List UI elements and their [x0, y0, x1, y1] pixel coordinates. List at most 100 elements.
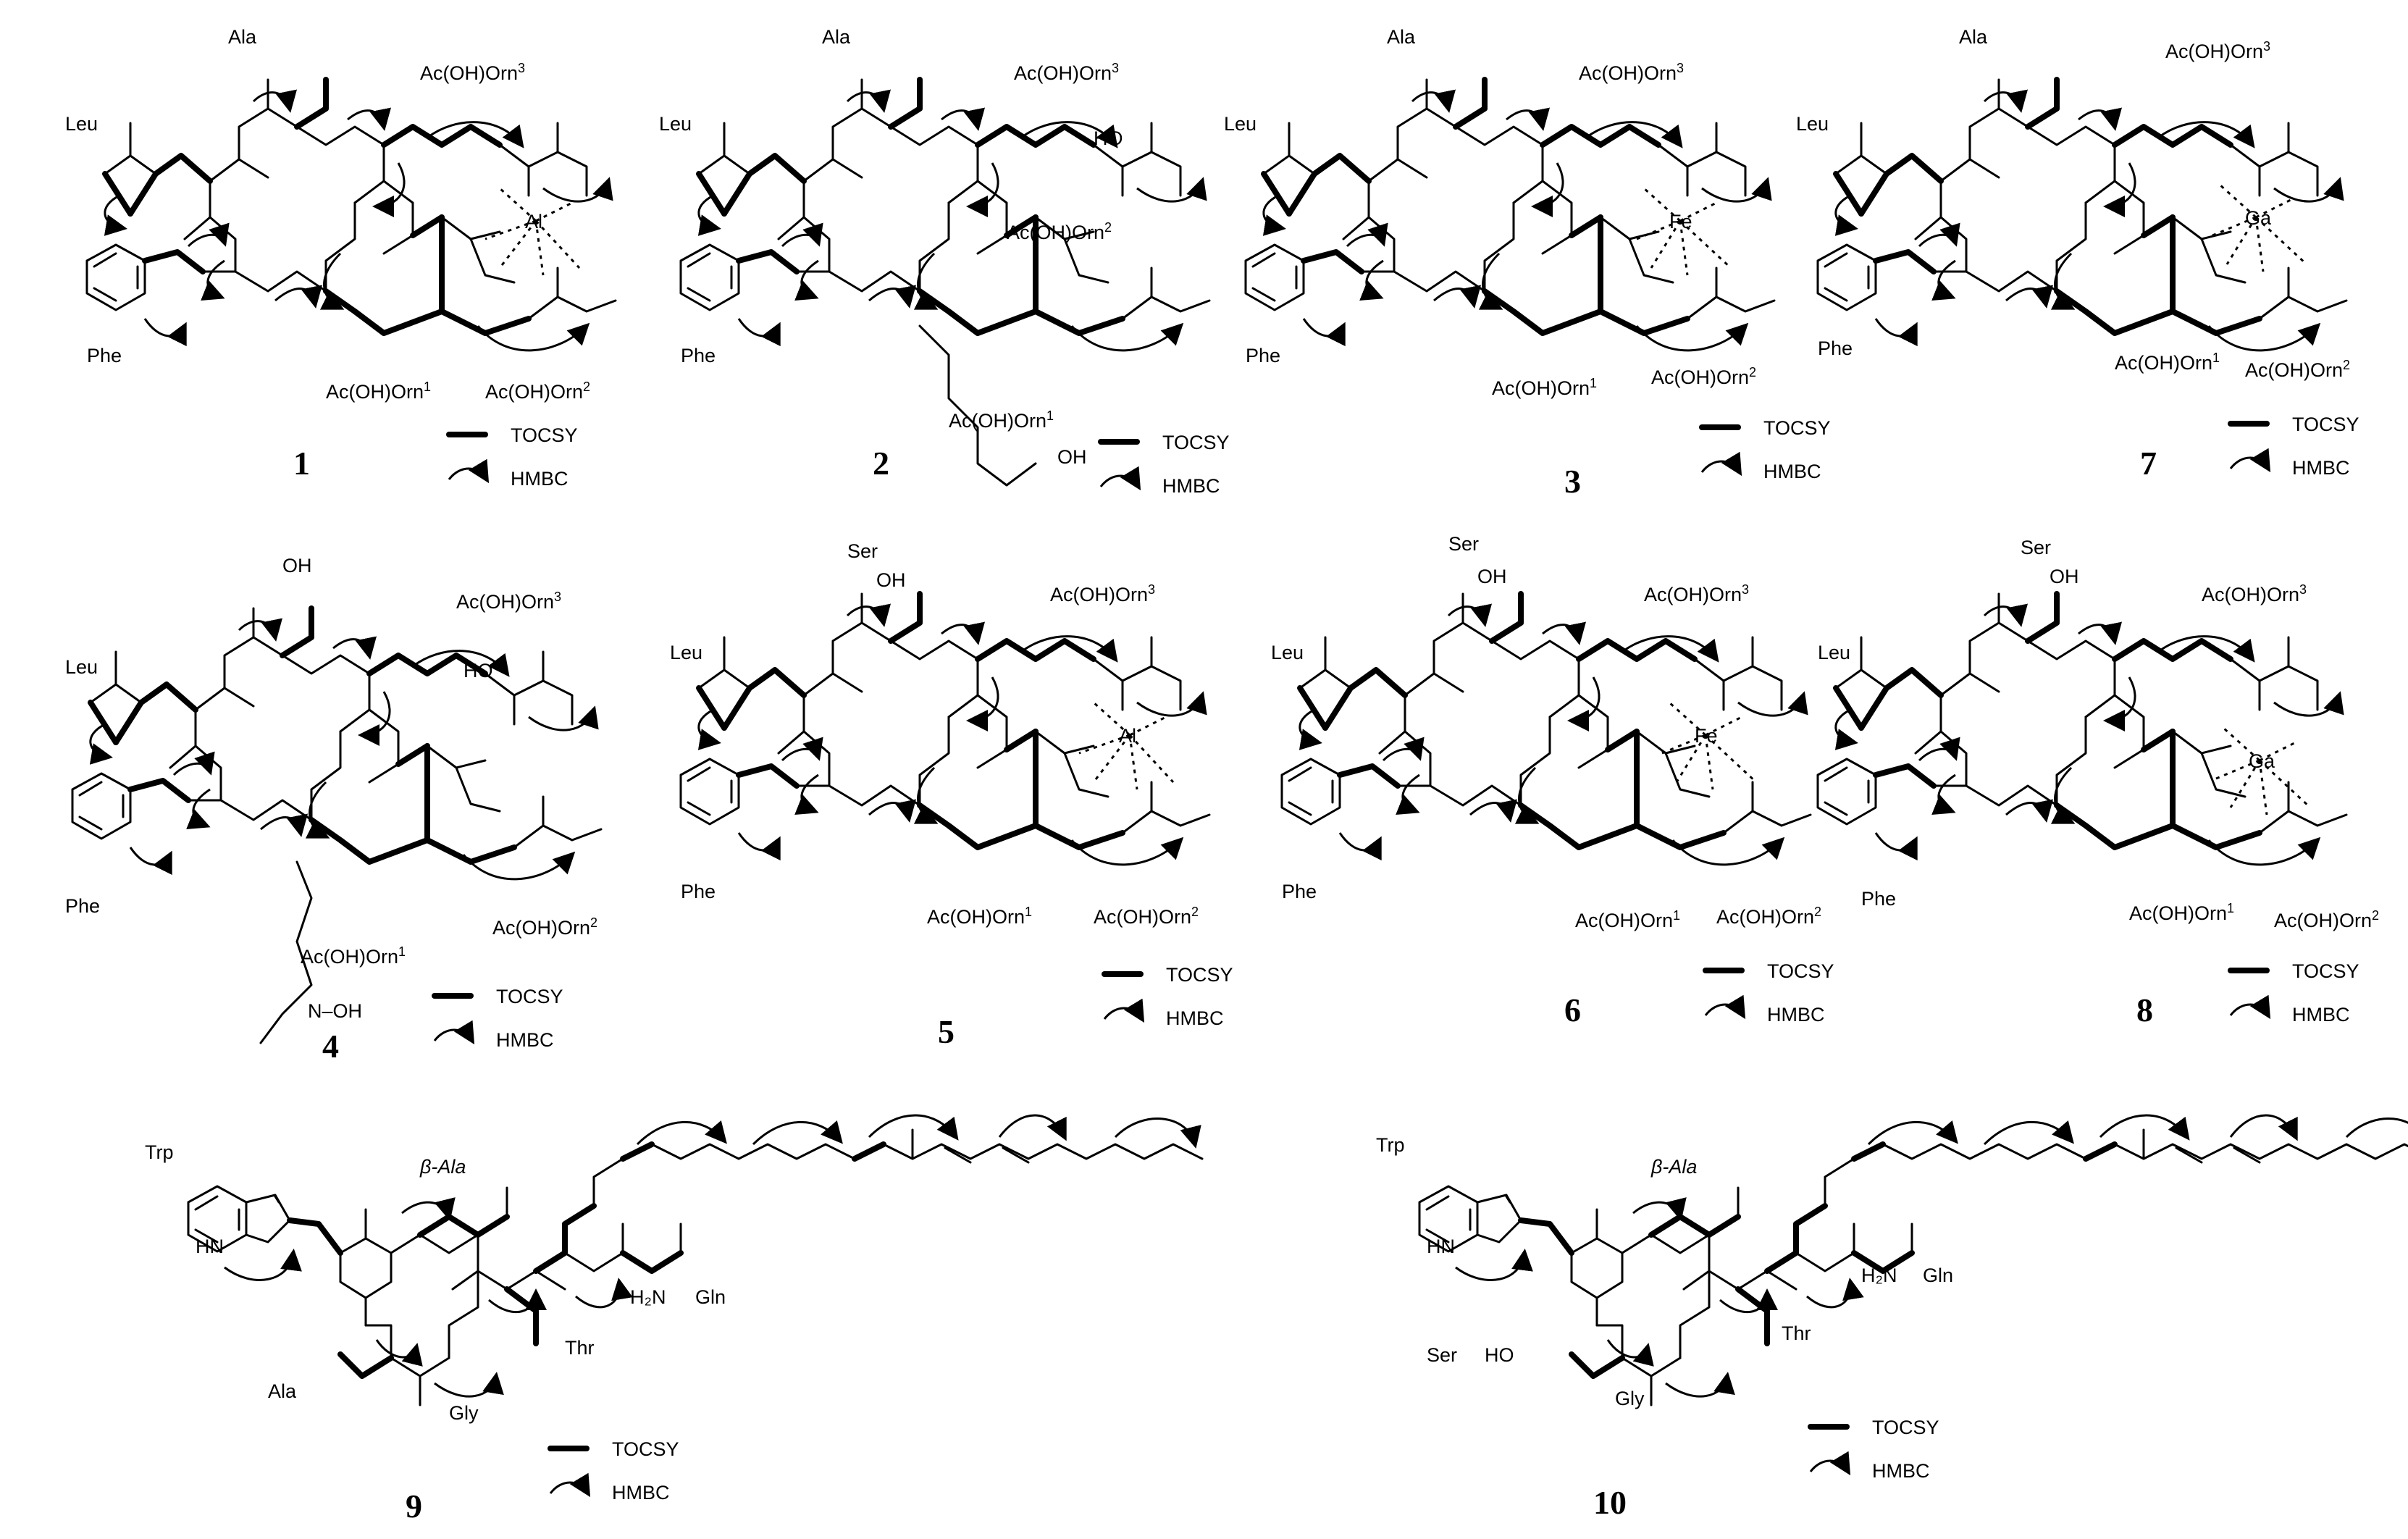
legend: TOCSY HMBC: [1811, 1417, 1939, 1482]
legend: TOCSY HMBC: [435, 986, 563, 1051]
legend-hmbc: HMBC: [2292, 457, 2350, 479]
panel-compound-6: Ser OH Leu Phe Ac(OH)Orn3 Ac(OH)Orn1 Ac(…: [1271, 533, 1834, 1028]
legend: TOCSY HMBC: [1101, 432, 1230, 497]
nh2-label: H₂N: [630, 1286, 666, 1308]
gln-label: Gln: [695, 1286, 726, 1308]
legend-tocsy: TOCSY: [1872, 1417, 1939, 1438]
metal-coordination: [1636, 187, 1732, 276]
legend: TOCSY HMBC: [550, 1438, 679, 1504]
leu-label: Leu: [65, 656, 98, 678]
panel-compound-1: Ala Leu Phe Ac(OH)Orn3 Ac(OH)Orn1 Ac(OH)…: [65, 26, 616, 490]
orn2-label: Ac(OH)Orn2: [1716, 905, 1821, 928]
compound-number: 9: [406, 1488, 422, 1525]
orn1-label: Ac(OH)Orn1: [949, 408, 1054, 432]
ser-label: Ser: [847, 540, 878, 562]
panel-compound-4: OH Leu Phe Ac(OH)Orn3 Ac(OH)Orn2 Ac(OH)O…: [65, 555, 601, 1065]
gly-label: Gly: [449, 1402, 479, 1424]
thr-label: Thr: [565, 1337, 595, 1359]
orn3-label: Ac(OH)Orn3: [420, 61, 525, 84]
ser-label: Ser: [1448, 533, 1479, 555]
panel-compound-2: Ala Leu Phe Ac(OH)Orn3 Ac(OH)Orn2 Ac(OH)…: [659, 26, 1230, 497]
ala-label: Ala: [1959, 26, 1988, 48]
orn3-label: Ac(OH)Orn3: [2165, 39, 2270, 62]
legend-tocsy: TOCSY: [1767, 960, 1834, 982]
panel-compound-5: Ser OH Leu Phe Ac(OH)Orn3 Ac(OH)Orn1 Ac(…: [670, 540, 1233, 1050]
trp-label: Trp: [1376, 1134, 1405, 1156]
legend: TOCSY HMBC: [2231, 960, 2359, 1026]
legend-tocsy: TOCSY: [1763, 417, 1831, 439]
oh-top-label: OH: [2050, 566, 2079, 587]
orn2-label: Ac(OH)Orn2: [1094, 905, 1199, 928]
nh2-label: H₂N: [1861, 1265, 1897, 1286]
legend-tocsy: TOCSY: [511, 424, 578, 446]
phe-label: Phe: [65, 895, 100, 917]
orn2-label: Ac(OH)Orn2: [2274, 908, 2379, 931]
orn1-label: Ac(OH)Orn1: [326, 379, 431, 403]
legend-hmbc: HMBC: [511, 468, 569, 490]
compound-number: 6: [1564, 991, 1581, 1028]
legend-hmbc: HMBC: [1767, 1004, 1825, 1026]
beta-ala-label: β-Ala: [1650, 1156, 1697, 1178]
legend-hmbc: HMBC: [612, 1482, 670, 1504]
leu-label: Leu: [1271, 642, 1304, 663]
compound-number: 3: [1564, 463, 1581, 500]
orn3-label: Ac(OH)Orn3: [1050, 582, 1155, 605]
orn2-label: Ac(OH)Orn2: [485, 379, 590, 403]
metal-coordination: [1078, 701, 1175, 790]
compound-number: 1: [293, 445, 310, 482]
metal-coordination: [1661, 701, 1758, 790]
leu-label: Leu: [1818, 642, 1850, 663]
legend-tocsy: TOCSY: [496, 986, 563, 1007]
orn2-label: Ac(OH)Orn2: [2245, 358, 2350, 381]
legend-tocsy: TOCSY: [1162, 432, 1230, 453]
legend: TOCSY HMBC: [449, 424, 578, 490]
leu-label: Leu: [670, 642, 702, 663]
ho-label: HO: [1485, 1344, 1514, 1366]
legend: TOCSY HMBC: [1104, 964, 1233, 1029]
legend-hmbc: HMBC: [1162, 475, 1220, 497]
phe-label: Phe: [1282, 881, 1317, 902]
compound-number: 10: [1593, 1484, 1627, 1521]
legend-hmbc: HMBC: [496, 1029, 554, 1051]
compound-number: 7: [2140, 445, 2157, 482]
orn3-label: Ac(OH)Orn3: [1644, 582, 1749, 605]
open-chain: [259, 860, 313, 1044]
noh-label: N–OH: [308, 1000, 362, 1022]
metal-coordination: [2215, 726, 2312, 815]
orn3-label: Ac(OH)Orn3: [456, 590, 561, 613]
leu-label: Leu: [65, 113, 98, 135]
legend-tocsy: TOCSY: [2292, 414, 2359, 435]
orn3-label: Ac(OH)Orn3: [1014, 61, 1119, 84]
metal-coordination: [484, 187, 581, 276]
legend: TOCSY HMBC: [1702, 417, 1831, 482]
ala-label: Ala: [228, 26, 257, 48]
phe-label: Phe: [1246, 345, 1280, 366]
ho-label: HO: [1094, 127, 1123, 149]
ala-label: Ala: [268, 1380, 297, 1402]
panel-compound-10: Trp HN β-Ala Gln H₂N Thr Gly Ser HO 10 T…: [1376, 1115, 2408, 1521]
leu-label: Leu: [1796, 113, 1829, 135]
oh-top-label: OH: [282, 555, 312, 576]
orn1-label: Ac(OH)Orn1: [2115, 351, 2220, 374]
orn3-label: Ac(OH)Orn3: [1579, 61, 1684, 84]
orn1-label: Ac(OH)Orn1: [2129, 901, 2234, 924]
indole-nh-label: HN: [196, 1236, 224, 1257]
ala-label: Ala: [822, 26, 851, 48]
compound-number: 8: [2136, 991, 2153, 1028]
compound-number: 4: [322, 1028, 339, 1065]
phe-label: Phe: [1861, 888, 1896, 910]
phe-label: Phe: [681, 345, 716, 366]
trp-label: Trp: [145, 1141, 174, 1163]
phe-label: Phe: [87, 345, 122, 366]
leu-label: Leu: [659, 113, 692, 135]
orn2-label: Ac(OH)Orn2: [492, 915, 597, 939]
legend-tocsy: TOCSY: [1166, 964, 1233, 986]
orn1-label: Ac(OH)Orn1: [1575, 908, 1680, 931]
ho-label: HO: [463, 660, 493, 682]
metal-coordination: [2212, 183, 2308, 272]
legend-tocsy: TOCSY: [2292, 960, 2359, 982]
legend-tocsy: TOCSY: [612, 1438, 679, 1460]
phe-label: Phe: [1818, 337, 1853, 359]
open-chain: [918, 324, 1037, 487]
